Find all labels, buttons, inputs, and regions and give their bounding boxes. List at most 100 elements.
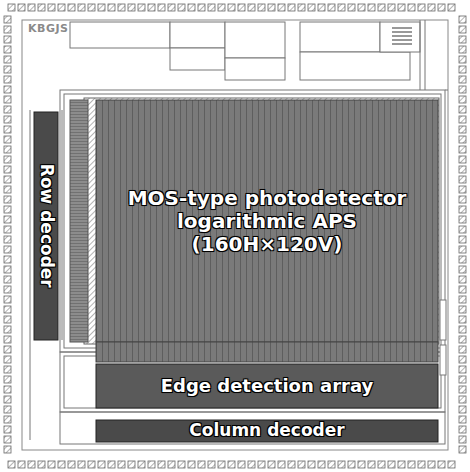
bond-pad [308,461,315,468]
bond-pad [58,4,65,11]
bond-pad [4,156,11,163]
bond-pad [459,366,466,373]
bond-pad [108,461,115,468]
block-label: MOS-type photodetector logarithmic APS (… [127,187,407,256]
bond-pad [358,4,365,11]
bond-pad [4,136,11,143]
bond-pad [459,236,466,243]
bond-pad [4,126,11,133]
bond-pad [318,461,325,468]
bond-pad [38,4,45,11]
bond-pad [238,4,245,11]
bond-pad [4,16,11,23]
bond-pad [459,176,466,183]
bond-pad [138,461,145,468]
bond-pad [459,86,466,93]
bond-pad [459,316,466,323]
bond-pad [459,96,466,103]
block-label: Edge detection array [161,376,374,397]
bond-pad [118,461,125,468]
bond-pad [4,216,11,223]
bond-pad [368,461,375,468]
bond-pad [218,461,225,468]
bond-pad [28,4,35,11]
bond-pad [4,406,11,413]
bond-pad [238,461,245,468]
bond-pad [378,4,385,11]
bond-pad [4,96,11,103]
bond-pad [4,146,11,153]
bond-pad [358,461,365,468]
bond-pad [4,186,11,193]
bond-pad [4,56,11,63]
bond-pad [4,256,11,263]
bond-pad [459,146,466,153]
bond-pad [459,256,466,263]
bond-pad [428,461,435,468]
bond-pad [4,396,11,403]
bond-pad [298,461,305,468]
bond-pad [258,461,265,468]
bond-pad [459,266,466,273]
bond-pad [4,336,11,343]
bond-pad [4,236,11,243]
bond-pad [248,4,255,11]
bond-pad [459,346,466,353]
column-decoder: Column decoder [96,420,438,442]
bond-pad [278,461,285,468]
bond-pad [8,461,15,468]
bond-pad [68,461,75,468]
bond-pad [459,106,466,113]
bond-pad [4,346,11,353]
bond-pad [459,76,466,83]
bond-pad [459,186,466,193]
block-label: Column decoder [189,421,344,441]
bond-pad [4,276,11,283]
bond-pad [4,206,11,213]
bond-pad [168,4,175,11]
row-decoder: Row decoder [34,112,58,340]
bond-pad [48,4,55,11]
bond-pad [408,4,415,11]
bond-pad [4,106,11,113]
bond-pad [138,4,145,11]
bond-pad [4,76,11,83]
bond-pad [198,461,205,468]
bond-pad [459,16,466,23]
bond-pad [438,4,445,11]
bond-pad [48,461,55,468]
bond-pad [208,461,215,468]
bond-pad [178,461,185,468]
bond-pad [459,196,466,203]
bond-pad [4,286,11,293]
bond-pad [459,116,466,123]
bond-pad [208,4,215,11]
bond-pad [459,126,466,133]
bond-pad [348,4,355,11]
bond-pad [4,166,11,173]
bond-pad [459,156,466,163]
bond-pad [4,326,11,333]
bond-pad [4,366,11,373]
bond-pad [418,461,425,468]
bond-pad [228,4,235,11]
bond-pad [388,4,395,11]
bond-pad [378,461,385,468]
bond-pad [459,356,466,363]
chip-name: KBGJS [28,22,68,35]
bond-pad [368,4,375,11]
bond-pad [4,26,11,33]
bond-pad [4,316,11,323]
bond-pad [459,26,466,33]
bond-pad [398,4,405,11]
bond-pad [459,66,466,73]
bond-pad [459,386,466,393]
bond-pad [338,461,345,468]
bond-pad [198,4,205,11]
bond-pad [188,4,195,11]
bond-pad [228,461,235,468]
bond-pad [348,461,355,468]
bond-pad [4,86,11,93]
bond-pad [4,426,11,433]
bond-pad [459,416,466,423]
